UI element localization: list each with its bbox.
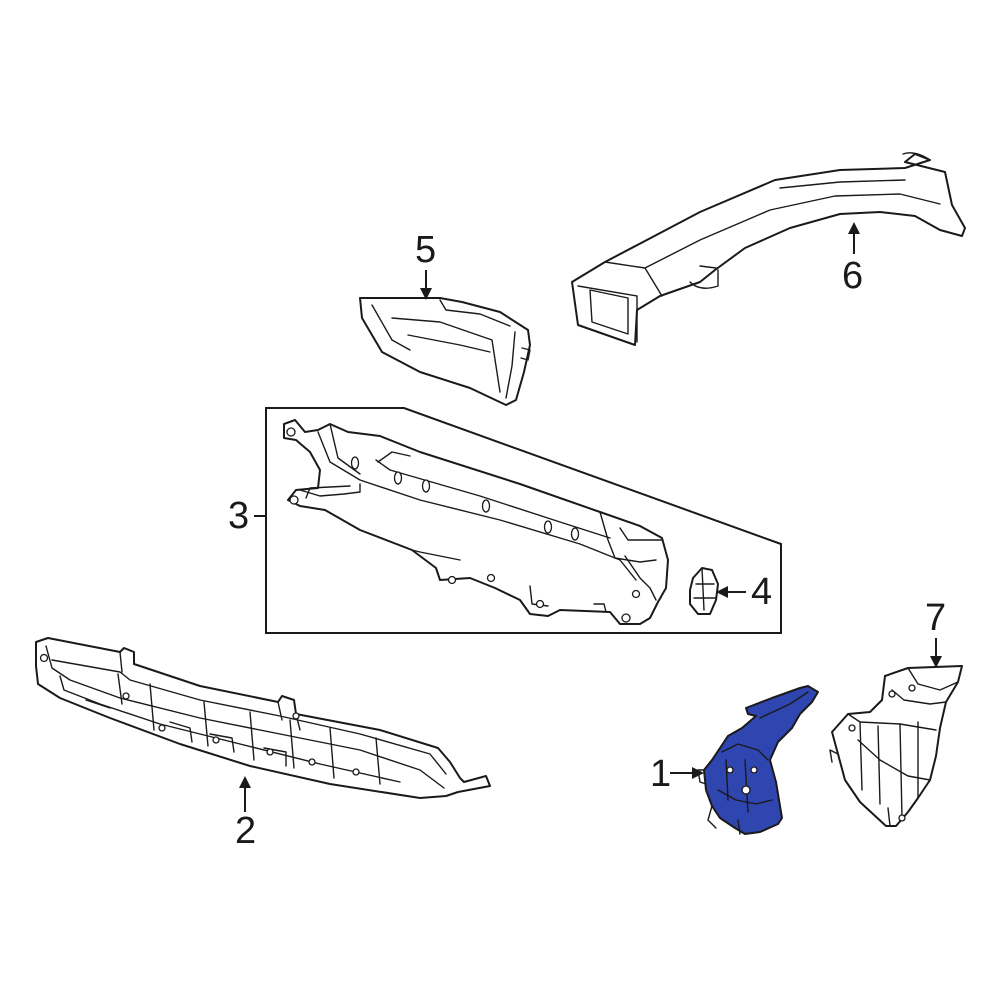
callout-7-arrow — [930, 656, 942, 668]
callout-2-group: 2 — [235, 776, 256, 852]
part-3-lower-air-duct[interactable] — [283, 419, 669, 625]
callout-6-arrow — [848, 222, 860, 234]
callout-6-group: 6 — [842, 222, 863, 297]
callout-3[interactable]: 3 — [228, 495, 249, 537]
callout-5-group: 5 — [415, 229, 436, 300]
callout-5[interactable]: 5 — [415, 229, 436, 271]
callout-1[interactable]: 1 — [650, 753, 671, 795]
callout-6[interactable]: 6 — [842, 255, 863, 297]
callout-2[interactable]: 2 — [235, 810, 256, 852]
callout-4-group: 4 — [716, 571, 772, 613]
part-5-air-scoop[interactable] — [359, 297, 531, 406]
part-3-group-frame — [265, 407, 782, 634]
callout-3-group: 3 — [228, 495, 266, 537]
part-7-side-bracket[interactable] — [829, 665, 963, 827]
part-1-highlighted-bracket[interactable] — [697, 685, 819, 835]
callout-1-arrow — [692, 767, 704, 779]
callout-2-arrow — [239, 776, 251, 788]
callout-5-arrow — [420, 288, 432, 300]
part-1-body — [703, 685, 819, 835]
callout-4-arrow — [716, 586, 728, 598]
part-2-grille-support[interactable] — [35, 637, 491, 799]
part-4-clip[interactable] — [689, 567, 719, 615]
callout-1-group: 1 — [650, 753, 704, 795]
part-6-air-duct[interactable] — [571, 152, 966, 346]
callout-4[interactable]: 4 — [751, 571, 772, 613]
callout-7[interactable]: 7 — [925, 597, 946, 639]
callout-7-group: 7 — [925, 597, 946, 668]
